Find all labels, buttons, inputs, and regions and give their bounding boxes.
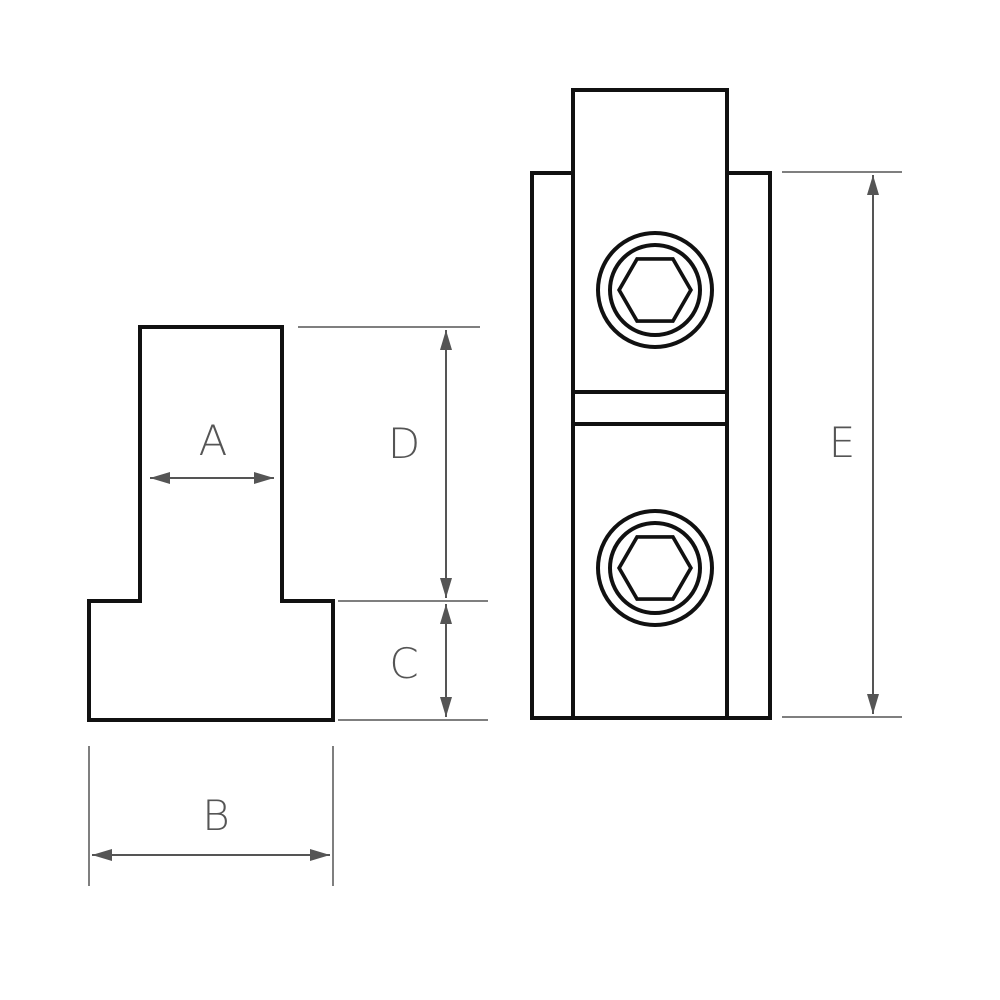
left-rail bbox=[530, 171, 575, 720]
dimension-a: A bbox=[150, 416, 274, 484]
side-view: A D C B bbox=[87, 325, 488, 886]
hex-socket-bolt-icon bbox=[596, 231, 714, 349]
right-rail bbox=[725, 171, 772, 720]
dimension-label-c: C bbox=[389, 639, 418, 688]
hex-socket-bolt-icon bbox=[596, 509, 714, 627]
dimension-label-e: E bbox=[829, 418, 856, 467]
dimension-d: D bbox=[298, 326, 488, 602]
dimension-e: E bbox=[782, 171, 902, 718]
dimension-c: C bbox=[338, 604, 488, 721]
dimension-b: B bbox=[88, 746, 334, 886]
t-profile-outline bbox=[87, 325, 335, 722]
dimension-label-a: A bbox=[199, 416, 228, 465]
dimension-label-d: D bbox=[388, 419, 420, 468]
dimension-label-b: B bbox=[202, 791, 230, 840]
front-view: E bbox=[530, 88, 902, 720]
